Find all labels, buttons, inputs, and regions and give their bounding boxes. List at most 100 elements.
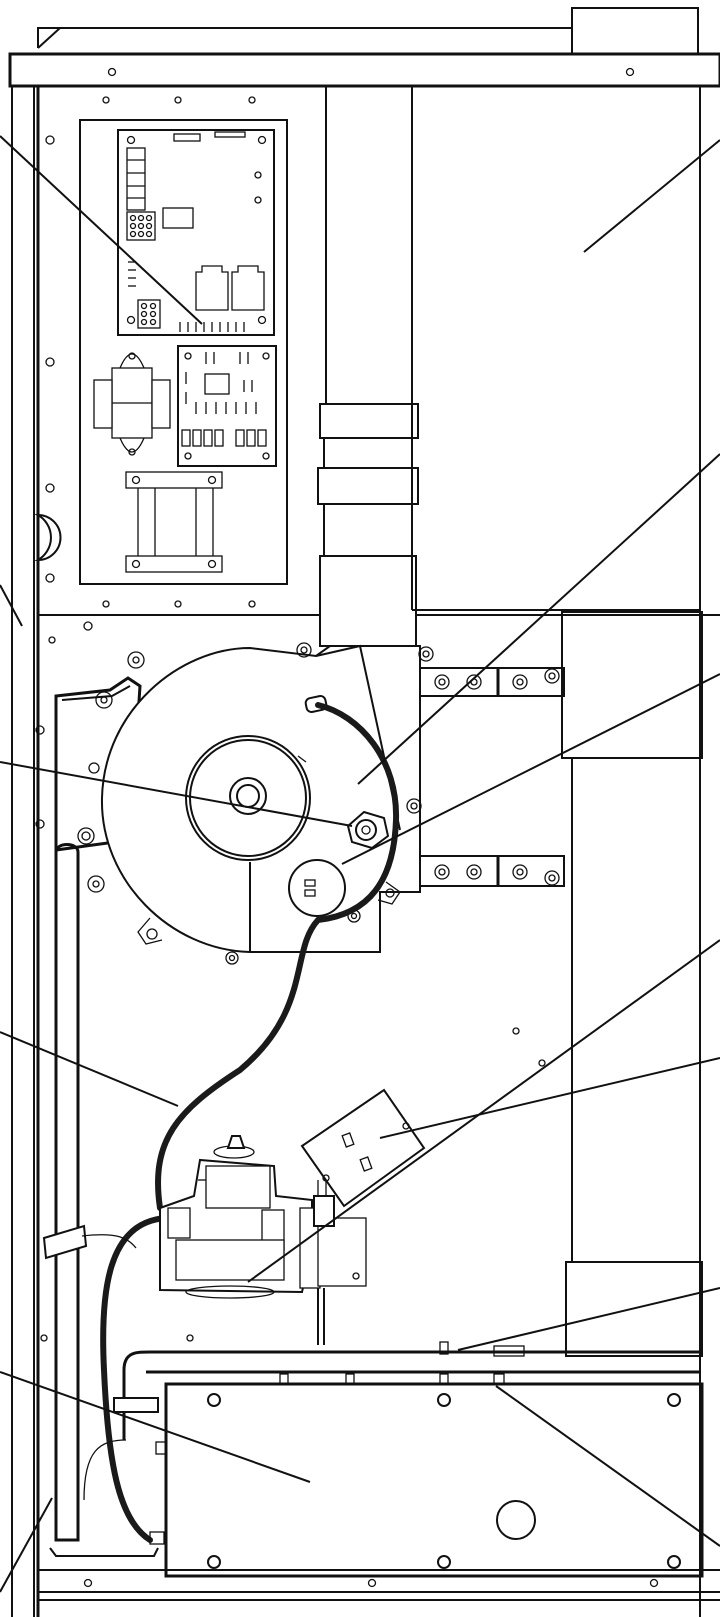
junction-box — [300, 1088, 426, 1208]
leader-line — [583, 139, 720, 253]
top-vent-box — [571, 7, 699, 55]
screw — [186, 1334, 194, 1342]
screw — [512, 1027, 520, 1035]
pipe-base-section — [319, 555, 417, 647]
board-mount-hole — [262, 352, 270, 360]
bracket-bottom — [125, 555, 223, 573]
manifold-fitting — [493, 1345, 525, 1357]
transformer — [93, 352, 171, 456]
screw — [45, 135, 55, 145]
screw — [83, 1578, 93, 1588]
blower-motor-ring-outer — [185, 735, 311, 861]
valve-actuator — [205, 1165, 271, 1209]
lower-hose — [100, 1215, 169, 1543]
screw — [667, 1393, 681, 1407]
right-duct — [186, 86, 703, 1357]
sight-glass — [496, 1500, 536, 1540]
connector-pins — [129, 214, 153, 238]
valve-outlet — [185, 1285, 275, 1299]
mount-tab — [88, 762, 100, 774]
housing-lug — [137, 917, 163, 945]
bracket-top — [125, 471, 223, 489]
mount-tab — [296, 642, 312, 658]
mounting-bracket — [125, 471, 223, 573]
board-pin-row — [179, 322, 245, 332]
screw — [367, 1578, 377, 1588]
screw — [538, 1059, 546, 1067]
outlet-slot — [359, 1156, 373, 1172]
top-rail — [8, 52, 720, 88]
transformer-flange — [151, 379, 171, 429]
manifold-pipe-outer — [122, 1350, 700, 1440]
gas-pipe-body — [54, 843, 80, 1542]
control-board — [117, 129, 275, 336]
valve-base — [175, 1239, 285, 1281]
pressure-hose — [155, 702, 400, 1211]
board-mount-hole — [262, 452, 270, 460]
blower-motor-ring — [189, 739, 307, 857]
leader-line — [495, 1385, 720, 1547]
board-mount-hole — [126, 135, 136, 145]
junction-box-cover — [300, 1088, 426, 1208]
mount-tab — [95, 691, 113, 709]
board-mount-hole — [184, 352, 192, 360]
screw — [83, 621, 93, 631]
screw — [174, 600, 182, 608]
screw — [248, 600, 256, 608]
board-component — [162, 207, 194, 229]
mount-tab — [406, 798, 422, 814]
pipe-bend — [81, 1234, 137, 1249]
transformer-tab — [119, 437, 145, 453]
leader-line — [0, 1371, 311, 1483]
screw — [248, 96, 256, 104]
screw — [649, 1578, 659, 1588]
leader-line — [0, 584, 23, 627]
pipe-bend — [83, 1439, 127, 1501]
screw — [174, 96, 182, 104]
leader-line — [341, 673, 720, 865]
motor-tab — [297, 755, 307, 763]
screw — [107, 67, 117, 77]
screw — [45, 357, 55, 367]
board-terminal-strip — [126, 147, 146, 211]
transformer-hole — [128, 448, 136, 456]
pressure-switch — [288, 859, 346, 917]
gas-pipe — [42, 843, 159, 1557]
screw — [625, 67, 635, 77]
board-mount-hole — [126, 315, 136, 325]
leader-lines — [0, 135, 720, 1593]
mount-tab — [225, 951, 239, 965]
mount-tab — [127, 651, 145, 669]
burner-fitting — [77, 827, 95, 845]
screw — [207, 1393, 221, 1407]
duct-box-upper — [561, 611, 703, 759]
gas-pipe-elbow — [49, 1547, 159, 1557]
board-mount-hole — [257, 135, 267, 145]
screw — [102, 600, 110, 608]
mount-tab — [418, 646, 434, 662]
valve-knob — [226, 1135, 246, 1149]
board-connector-9pin — [126, 211, 156, 241]
screw — [45, 573, 55, 583]
pipe-coupling-lower — [317, 467, 419, 505]
transformer-flange — [93, 379, 113, 429]
transformer-tab — [119, 353, 145, 369]
control-panel — [79, 96, 288, 608]
blower-housing — [100, 645, 421, 953]
leader-line — [357, 453, 720, 785]
screw — [437, 1393, 451, 1407]
vent-pipe — [317, 86, 419, 647]
valve-port — [167, 1207, 191, 1239]
board-chip — [173, 133, 201, 142]
hose-fitting — [149, 1531, 165, 1545]
screw — [48, 636, 56, 644]
manifold-fitting — [439, 1341, 449, 1355]
board-resistors — [128, 171, 262, 287]
control-panel-plate — [79, 119, 288, 585]
pipe-clamp — [42, 1224, 88, 1260]
duct-box-lower — [565, 1261, 703, 1357]
terminal-row — [181, 429, 267, 447]
motor-hub — [229, 777, 267, 815]
